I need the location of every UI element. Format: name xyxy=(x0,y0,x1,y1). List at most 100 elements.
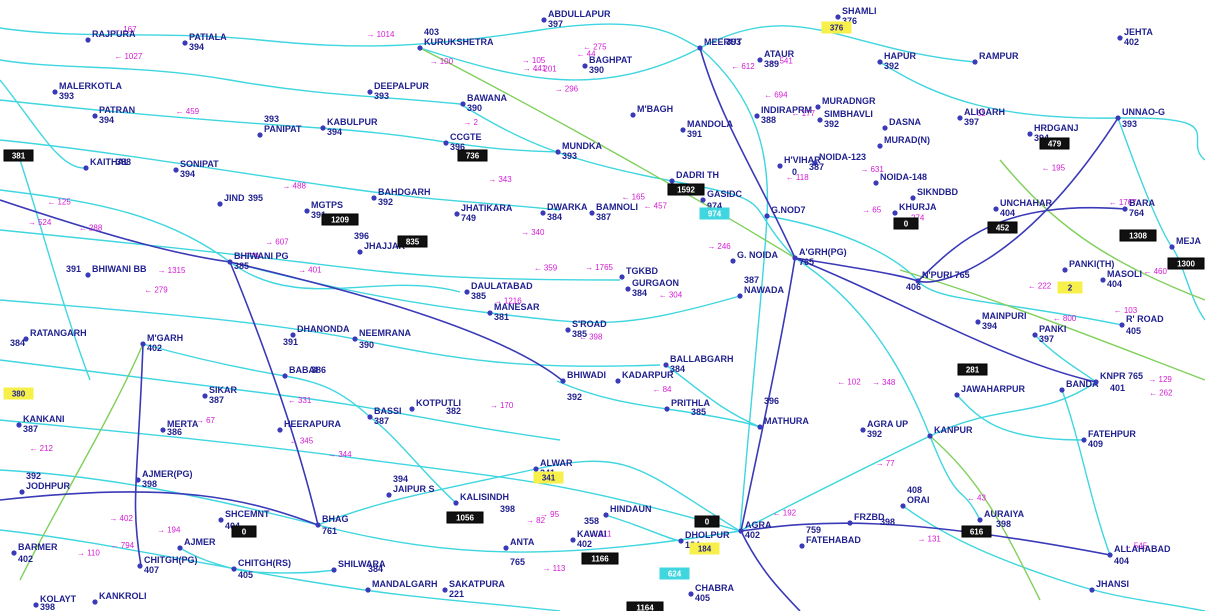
station-rampur[interactable]: RAMPUR xyxy=(972,51,1019,65)
station-meja[interactable]: MEJA xyxy=(1169,236,1202,250)
station-chitgh-rs[interactable]: CHITGH(RS)405 xyxy=(231,558,291,580)
station-ajmer-pg[interactable]: AJMER(PG)398 xyxy=(135,469,193,489)
station-tgkbd[interactable]: TGKBD xyxy=(619,266,658,280)
station-g-nod7[interactable]: G.NOD7 xyxy=(764,205,806,219)
station-kanpur[interactable]: KANPUR xyxy=(927,425,973,439)
station-jawaharpur[interactable]: JAWAHARPUR xyxy=(954,384,1026,398)
station-jhansi[interactable]: JHANSI xyxy=(1089,579,1129,593)
station-chitgh-pg[interactable]: CHITGH(PG)407 xyxy=(137,555,198,575)
station-kankroli[interactable]: KANKROLI xyxy=(92,591,147,605)
station-banda[interactable]: BANDA xyxy=(1059,379,1099,393)
station-dasna[interactable]: DASNA xyxy=(882,117,922,131)
station-sikndbd[interactable]: SIKNDBD xyxy=(910,187,959,201)
station-heerapura[interactable]: HEERAPURA xyxy=(277,419,342,433)
station-ajmer[interactable]: AJMER xyxy=(177,537,216,551)
station-m-bagh[interactable]: M'BAGH xyxy=(630,104,673,118)
station-a-grh-pg[interactable]: A'GRH(PG)765 xyxy=(792,247,847,267)
station-rajpura[interactable]: RAJPURA xyxy=(85,29,136,43)
station-g-noida[interactable]: G. NOIDA xyxy=(730,250,779,264)
station-panki-th[interactable]: PANKI(TH) xyxy=(1062,259,1114,273)
station-murad-n[interactable]: MURAD(N) xyxy=(877,135,930,149)
